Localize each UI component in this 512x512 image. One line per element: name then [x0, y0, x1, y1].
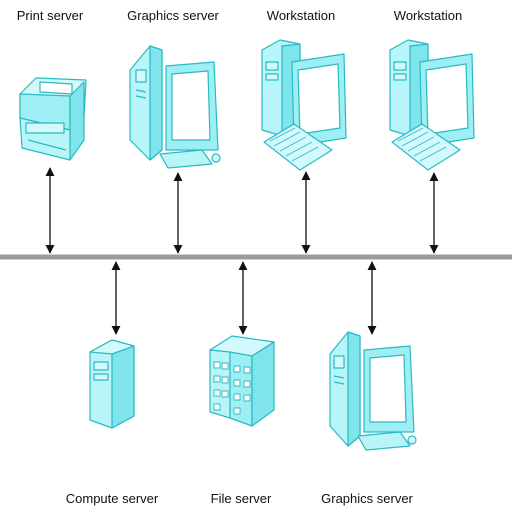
label-workstation-2: Workstation	[394, 8, 462, 23]
file-server-rack-icon	[209, 335, 275, 427]
printer-icon	[19, 77, 87, 161]
label-graphics-server-bottom: Graphics server	[321, 491, 413, 506]
tower-server-icon	[89, 339, 135, 429]
workstation-computer-icon	[261, 39, 347, 171]
label-print-server: Print server	[17, 8, 84, 23]
workstation-computer-icon	[389, 39, 475, 171]
label-compute-server: Compute server	[66, 491, 159, 506]
label-file-server: File server	[211, 491, 272, 506]
connection-arrows	[45, 167, 439, 335]
desktop-computer-icon	[329, 331, 417, 451]
desktop-computer-icon	[129, 45, 221, 169]
label-workstation-1: Workstation	[267, 8, 335, 23]
label-graphics-server-top: Graphics server	[127, 8, 219, 23]
